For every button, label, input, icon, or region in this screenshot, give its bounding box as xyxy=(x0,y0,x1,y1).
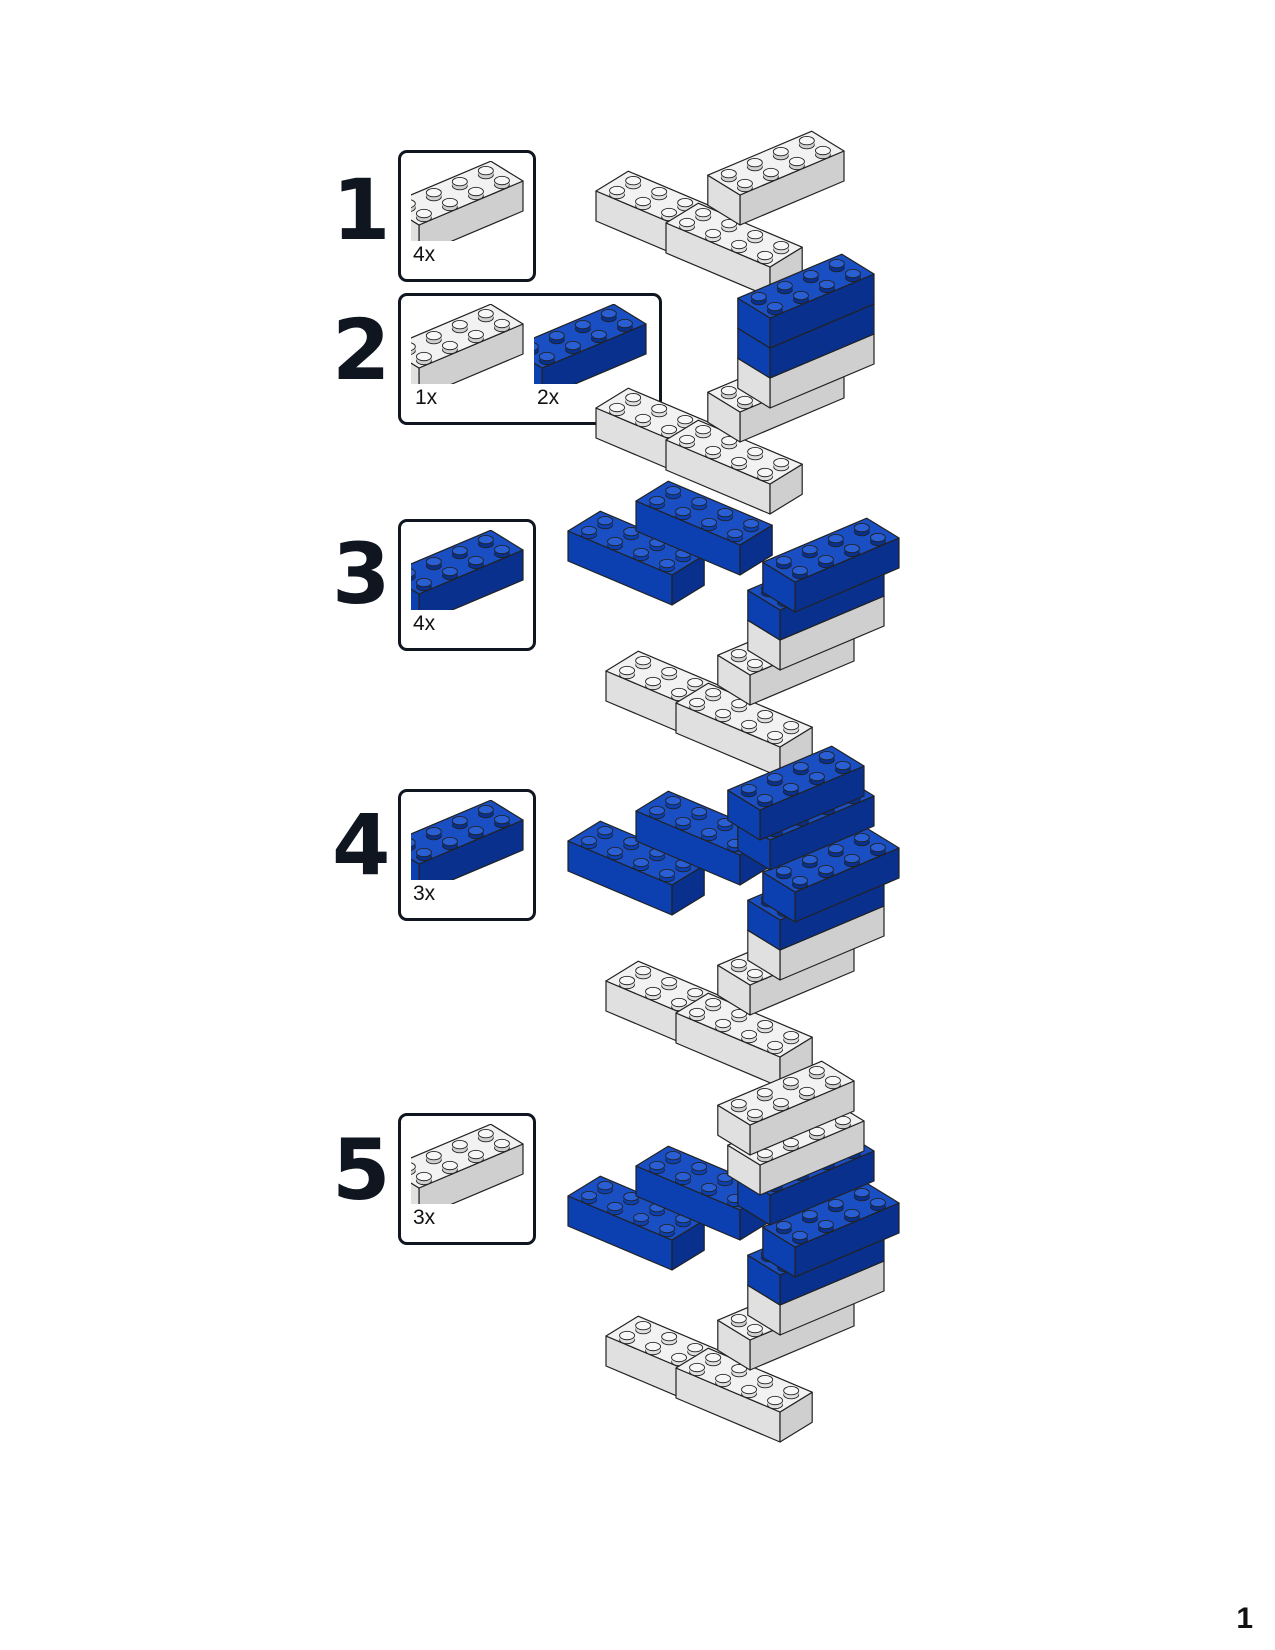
step-2-qty-white: 1x xyxy=(415,386,438,409)
white-brick xyxy=(665,202,803,298)
assembly-step-2 xyxy=(595,253,875,515)
white-brick xyxy=(411,1124,524,1204)
step-1-number: 1 xyxy=(332,161,391,259)
blue-brick xyxy=(567,1175,705,1271)
white-brick xyxy=(675,682,813,778)
blue-brick xyxy=(411,530,524,610)
white-brick xyxy=(717,1060,855,1156)
step-1-parts-box: 4x xyxy=(398,150,536,282)
step-3-qty-blue: 4x xyxy=(413,612,436,635)
white-brick xyxy=(675,1347,813,1443)
blue-brick xyxy=(411,800,524,880)
assembly-step-1 xyxy=(595,130,845,298)
step-5-number: 5 xyxy=(332,1121,391,1219)
blue-brick xyxy=(762,1182,900,1278)
blue-brick xyxy=(567,820,705,916)
blue-brick xyxy=(727,745,865,841)
step-2-number: 2 xyxy=(332,301,391,399)
page-number: 1 xyxy=(1236,1602,1253,1635)
step-4-qty-blue: 3x xyxy=(413,882,436,905)
blue-brick xyxy=(762,827,900,923)
step-5-parts-box: 3x xyxy=(398,1113,536,1245)
blue-brick-2x4-icon xyxy=(534,304,647,384)
white-brick xyxy=(411,161,524,241)
step-4-number: 4 xyxy=(332,796,391,894)
step-3-number: 3 xyxy=(332,525,391,623)
white-brick xyxy=(411,304,524,384)
white-brick-2x4-icon xyxy=(411,304,524,384)
blue-brick xyxy=(567,510,705,606)
assembly-step-3 xyxy=(567,480,900,778)
assembly-step-5 xyxy=(567,1060,900,1443)
assembly-step-4 xyxy=(567,745,900,1088)
blue-brick-2x4-icon xyxy=(411,530,524,610)
white-brick xyxy=(707,130,845,226)
step-3-parts-box: 4x xyxy=(398,519,536,651)
blue-brick xyxy=(534,304,647,384)
blue-brick xyxy=(737,253,875,349)
white-brick-2x4-icon xyxy=(411,161,524,241)
blue-brick-2x4-icon xyxy=(411,800,524,880)
white-brick xyxy=(665,419,803,515)
step-5-qty-white: 3x xyxy=(413,1206,436,1229)
step-4-parts-box: 3x xyxy=(398,789,536,921)
white-brick xyxy=(675,992,813,1088)
step-2-qty-blue: 2x xyxy=(537,386,560,409)
white-brick-2x4-icon xyxy=(411,1124,524,1204)
blue-brick xyxy=(762,517,900,613)
step-2-parts-box: 1x 2x xyxy=(398,293,662,425)
blue-brick xyxy=(635,480,773,576)
step-1-qty-white: 4x xyxy=(413,243,436,266)
